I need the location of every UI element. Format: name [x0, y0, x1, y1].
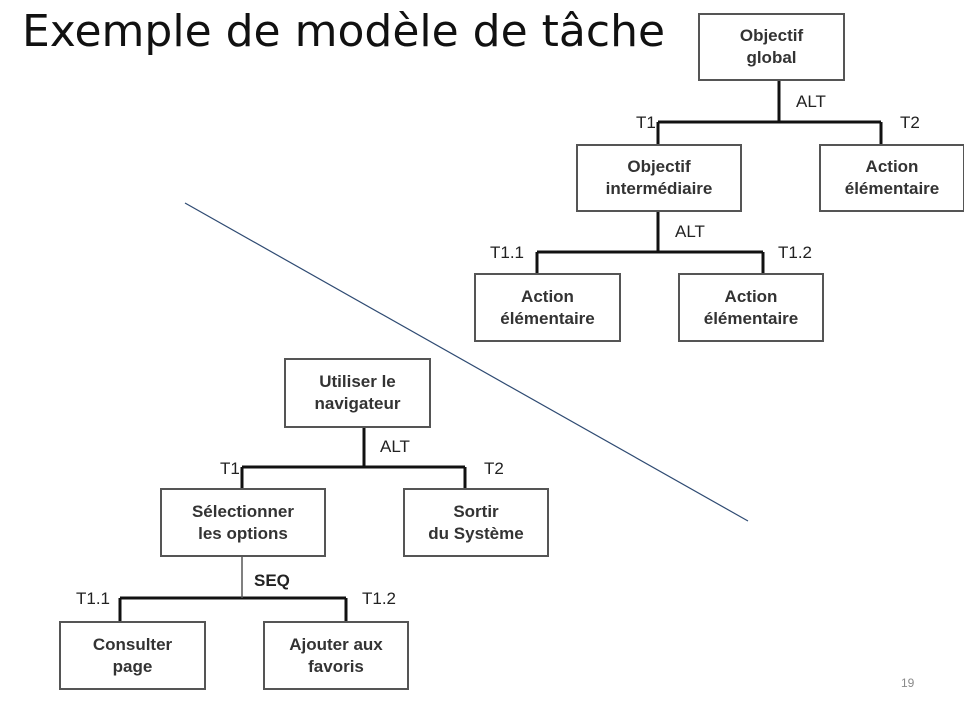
example-child-left-box: Sélectionner les options	[160, 488, 326, 557]
example-leaf-left-box: Consulter page	[59, 621, 206, 690]
generic-child-left-box: Objectif intermédiaire	[576, 144, 742, 212]
generic-branch-label-t2: T2	[900, 113, 920, 132]
generic-child-operator: ALT	[675, 222, 705, 241]
page-number: 19	[901, 676, 915, 690]
example-leaf-label-t1-1: T1.1	[76, 589, 111, 608]
generic-child-right-box: Action élémentaire	[819, 144, 964, 212]
generic-tree-connectors	[535, 80, 883, 274]
generic-leaf-left-box: Action élémentaire	[474, 273, 621, 342]
generic-root-box: Objectif global	[698, 13, 845, 81]
example-tree-connectors	[118, 426, 467, 622]
generic-leaf-label-t1-2: T1.2	[778, 243, 813, 262]
example-branch-label-t2: T2	[484, 459, 504, 478]
generic-leaf-right-box: Action élémentaire	[678, 273, 824, 342]
example-leaf-label-t1-2: T1.2	[362, 589, 397, 608]
generic-root-operator: ALT	[796, 92, 826, 111]
example-child-operator: SEQ	[254, 571, 290, 590]
example-branch-label-t1: T1	[220, 459, 240, 478]
example-root-operator: ALT	[380, 437, 410, 456]
generic-leaf-label-t1-1: T1.1	[490, 243, 525, 262]
example-root-box: Utiliser le navigateur	[284, 358, 431, 428]
slide-title: Exemple de modèle de tâche	[22, 6, 666, 57]
separator-line	[184, 202, 749, 522]
example-child-right-box: Sortir du Système	[403, 488, 549, 557]
example-leaf-right-box: Ajouter aux favoris	[263, 621, 409, 690]
generic-branch-label-t1: T1	[636, 113, 656, 132]
